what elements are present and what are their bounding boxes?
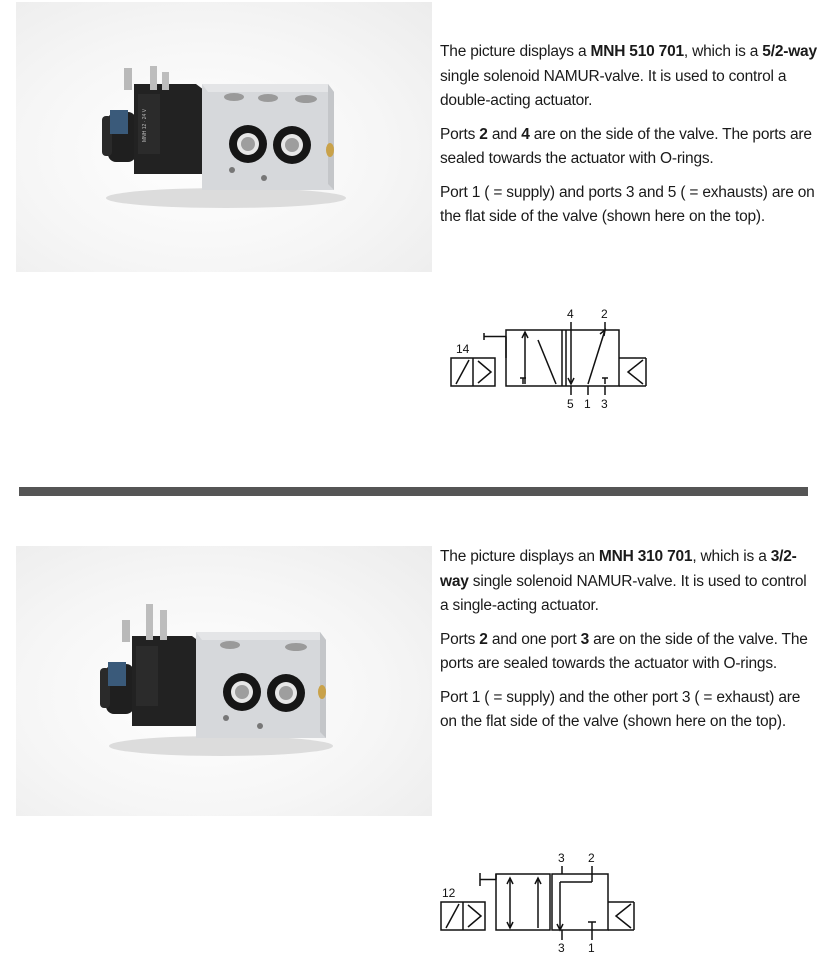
intro-paragraph: The picture displays an MNH 310 701, whi… <box>440 548 807 614</box>
svg-text:MNH 12 · 24 V: MNH 12 · 24 V <box>142 108 148 142</box>
intro-paragraph: The picture displays a MNH 510 701, whic… <box>440 43 817 109</box>
model-number: MNH 510 701 <box>590 43 684 60</box>
port-bottom-label: 1 <box>588 941 595 955</box>
valve-schematic-3-2: 12 3 2 3 1 <box>440 851 635 955</box>
port-top-label: 2 <box>588 851 595 865</box>
pilot-label: 14 <box>456 342 470 356</box>
port-label: 2 <box>479 125 488 143</box>
port-top-label: 4 <box>567 307 574 321</box>
valve-type: 3/2-way <box>440 548 797 590</box>
port-label: 3 <box>580 630 590 648</box>
port-label: 4 <box>521 125 530 143</box>
valve-photo-5-2: MNH 12 · 24 V <box>16 2 432 272</box>
model-number: MNH 310 701 <box>598 548 693 565</box>
port-bottom-label: 1 <box>584 397 591 411</box>
valve-photo-3-2 <box>16 546 432 816</box>
valve-schematic-5-2: 14 4 2 5 1 3 <box>450 307 647 411</box>
section-divider <box>19 487 808 496</box>
ports-top-paragraph: Port 1 ( = supply) and the other port 3 … <box>440 688 801 731</box>
ports-side-paragraph: Ports 2 and 4 are on the side of the val… <box>440 125 812 168</box>
port-top-label: 3 <box>558 851 565 865</box>
pilot-label: 12 <box>442 886 456 900</box>
ports-top-paragraph: Port 1 ( = supply) and ports 3 and 5 ( =… <box>440 183 815 226</box>
port-top-label: 2 <box>601 307 608 321</box>
valve-type: 5/2-way <box>762 43 817 60</box>
description-5-2: The picture displays a MNH 510 701, whic… <box>440 40 818 239</box>
ports-side-paragraph: Ports 2 and one port 3 are on the side o… <box>440 630 808 673</box>
port-bottom-label: 3 <box>558 941 565 955</box>
port-bottom-label: 3 <box>601 397 608 411</box>
description-3-2: The picture displays an MNH 310 701, whi… <box>440 545 818 744</box>
port-label: 2 <box>479 630 488 648</box>
port-bottom-label: 5 <box>567 397 574 411</box>
